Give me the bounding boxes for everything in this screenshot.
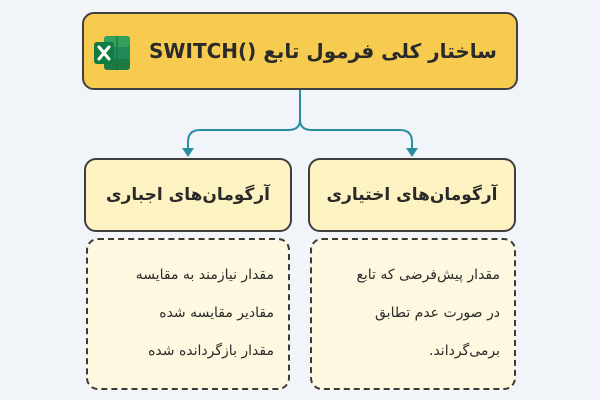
body-box-required: مقدار نیازمند به مقایسه مقادیر مقایسه شد… xyxy=(86,238,290,390)
title-box: ساختار کلی فرمول تابع ()SWITCH xyxy=(82,12,518,90)
required-args-list: مقدار نیازمند به مقایسه مقادیر مقایسه شد… xyxy=(88,240,288,370)
excel-logo-icon xyxy=(94,36,130,70)
optional-args-list: مقدار پیش‌فرضی که تابع در صورت عدم تطابق… xyxy=(312,240,514,370)
heading-required: آرگومان‌های اجباری xyxy=(105,185,270,205)
body-box-optional: مقدار پیش‌فرضی که تابع در صورت عدم تطابق… xyxy=(310,238,516,390)
required-arg-line: مقادیر مقایسه شده xyxy=(159,305,274,321)
heading-optional: آرگومان‌های اختیاری xyxy=(326,185,498,205)
arrowhead-left xyxy=(182,148,194,157)
optional-arg-line: برمی‌گرداند. xyxy=(429,343,500,359)
connector-left xyxy=(187,119,301,150)
required-arg-line: مقدار بازگردانده شده xyxy=(148,343,274,359)
diagram-title: ساختار کلی فرمول تابع ()SWITCH xyxy=(149,39,497,63)
arrowhead-right xyxy=(406,148,418,157)
heading-box-optional: آرگومان‌های اختیاری xyxy=(308,158,516,232)
heading-box-required: آرگومان‌های اجباری xyxy=(84,158,292,232)
connector-right xyxy=(299,119,413,150)
required-arg-line: مقدار نیازمند به مقایسه xyxy=(135,267,274,283)
optional-arg-line: در صورت عدم تطابق xyxy=(375,305,500,321)
optional-arg-line: مقدار پیش‌فرضی که تابع xyxy=(356,267,500,283)
